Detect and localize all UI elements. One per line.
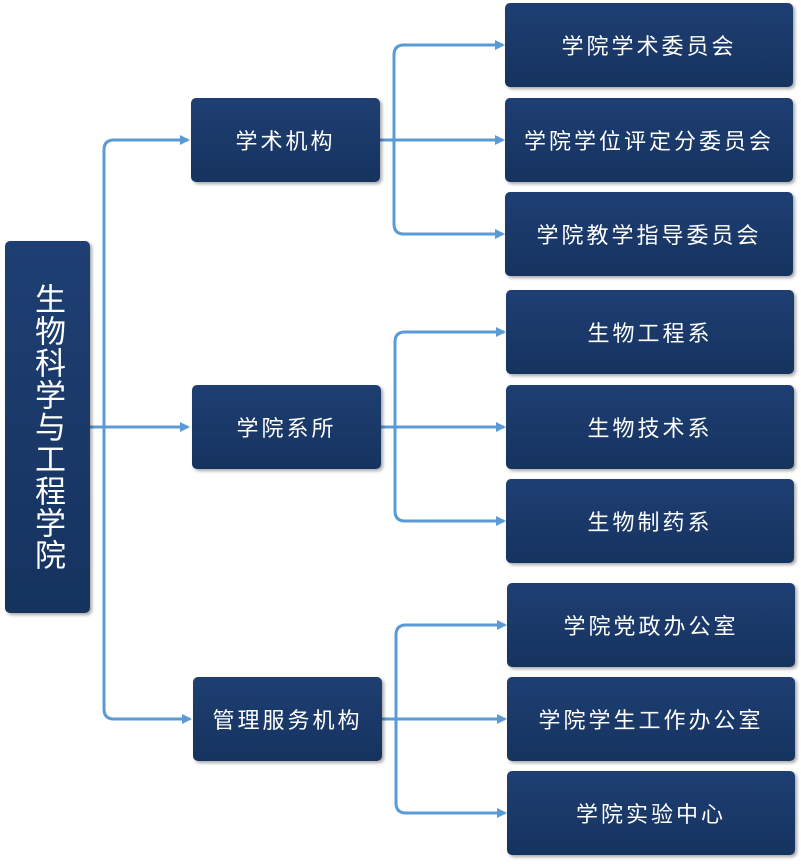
child-label: 学院学术委员会 [561, 35, 737, 60]
branch-node-management: 管理服务机构 [193, 677, 382, 761]
root-label: 生物科学与工程学院 [29, 283, 65, 571]
child-node: 学院学生工作办公室 [507, 677, 795, 761]
child-node: 生物制药系 [506, 479, 794, 563]
connector-b1-c1 [380, 40, 505, 142]
child-label: 生物工程系 [587, 322, 713, 347]
child-node: 学院学位评定分委员会 [505, 98, 793, 182]
connector-b2-c3 [381, 425, 506, 526]
connector-root-branch-1 [90, 135, 190, 429]
branch-node-departments: 学院系所 [192, 385, 381, 469]
child-node: 生物工程系 [506, 290, 794, 374]
child-node: 学院教学指导委员会 [505, 192, 793, 276]
connector-b2-c1 [381, 327, 506, 429]
child-label: 学院学位评定分委员会 [523, 130, 774, 155]
branch-label: 学术机构 [235, 130, 336, 155]
child-node: 生物技术系 [506, 385, 794, 469]
child-node: 学院党政办公室 [507, 583, 795, 667]
child-label: 学院党政办公室 [563, 615, 739, 640]
branch-node-academic: 学术机构 [191, 98, 380, 182]
child-label: 生物制药系 [587, 511, 713, 536]
child-label: 生物技术系 [587, 417, 713, 442]
connector-root-branch-3 [90, 425, 192, 724]
child-node: 学院实验中心 [507, 771, 795, 855]
connector-b3-c1 [382, 620, 507, 721]
child-label: 学院实验中心 [575, 803, 726, 828]
child-label: 学院教学指导委员会 [536, 224, 762, 249]
child-label: 学院学生工作办公室 [538, 709, 764, 734]
root-node: 生物科学与工程学院 [5, 241, 90, 613]
connector-b1-c3 [380, 138, 505, 239]
child-node: 学院学术委员会 [505, 3, 793, 87]
branch-label: 管理服务机构 [212, 709, 363, 734]
branch-label: 学院系所 [236, 417, 337, 442]
connector-b3-c3 [382, 717, 507, 818]
